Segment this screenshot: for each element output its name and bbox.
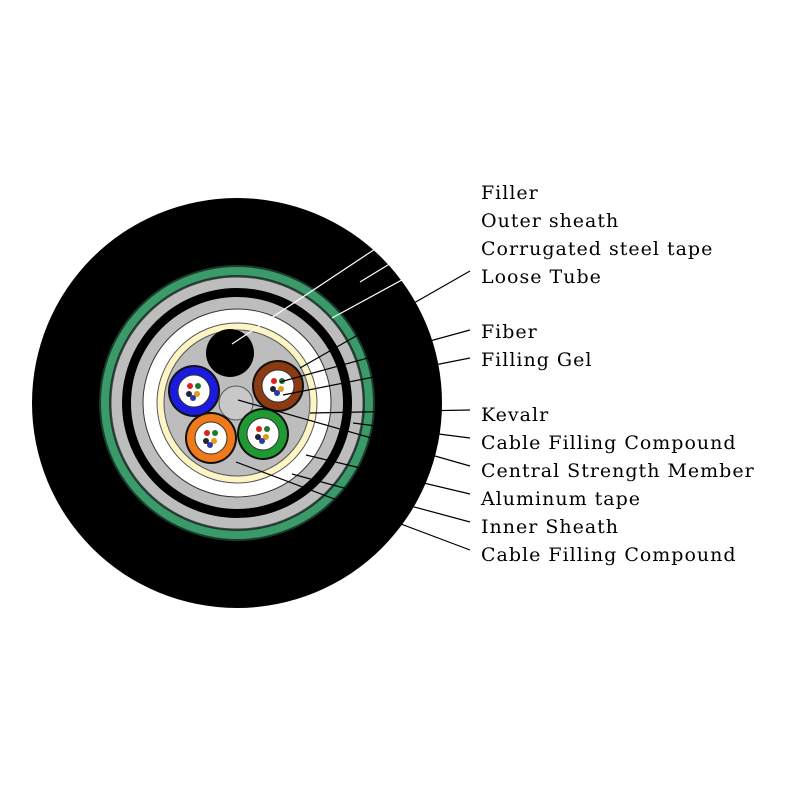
fiber-dot: [203, 438, 209, 444]
label-loose-tube: Loose Tube: [481, 266, 602, 288]
label-cable-filling-compound-2: Cable Filling Compound: [481, 544, 737, 566]
fiber-dot: [259, 438, 265, 444]
label-fiber: Fiber: [481, 321, 538, 343]
leader-lines: [231, 185, 471, 551]
fiber-dot: [211, 438, 217, 444]
fiber-dot: [263, 434, 269, 440]
fiber-dot: [195, 383, 201, 389]
label-inner-sheath: Inner Sheath: [481, 516, 619, 538]
fiber-dot: [274, 390, 280, 396]
leader-line-kevlar: [309, 409, 471, 414]
fiber-dot: [256, 426, 262, 432]
fiber-dot: [204, 430, 210, 436]
fiber-dot: [212, 430, 218, 436]
label-kevalr: Kevalr: [481, 404, 549, 426]
label-aluminum-tape: Aluminum tape: [480, 488, 641, 510]
leader-line-loose-tube: [299, 270, 471, 369]
leader-line-outer-sheath: [359, 214, 471, 283]
leader-line-cable-filling-compound-1: [352, 422, 471, 439]
leader-line-aluminum-tape: [305, 454, 471, 495]
label-list: Filler Outer sheath Corrugated steel tap…: [480, 182, 755, 566]
leader-line-filling-gel: [282, 357, 471, 396]
label-filling-gel: Filling Gel: [481, 349, 592, 371]
central-strength-member: [218, 385, 254, 421]
label-central-strength-member: Central Strength Member: [481, 460, 755, 482]
filler-rod: [206, 329, 254, 377]
fiber-dot: [207, 442, 213, 448]
leader-line-central-strength-member: [237, 399, 471, 467]
label-cable-filling-compound-1: Cable Filling Compound: [481, 432, 737, 454]
label-corrugated-steel-tape: Corrugated steel tape: [481, 238, 713, 260]
label-outer-sheath: Outer sheath: [481, 210, 619, 232]
label-filler: Filler: [481, 182, 539, 204]
fiber-dot: [187, 383, 193, 389]
fiber-dot: [255, 434, 261, 440]
loose-tube-green: [237, 408, 289, 460]
loose-tube-orange: [185, 412, 237, 464]
leader-line-fiber: [279, 329, 471, 383]
leader-line-cable-filling-compound-2: [235, 461, 471, 551]
fiber-dot: [194, 391, 200, 397]
fiber-dot: [186, 391, 192, 397]
fiber-dot: [190, 395, 196, 401]
fiber-dot: [271, 378, 277, 384]
loose-tube-brown: [252, 360, 304, 412]
leader-line-inner-sheath: [291, 473, 471, 523]
fiber-dot: [270, 386, 276, 392]
leader-line-steel-tape: [331, 242, 471, 319]
loose-tube-blue: [168, 365, 220, 417]
leader-line-filler: [231, 185, 471, 345]
fiber-dot: [264, 426, 270, 432]
fiber-dot: [278, 386, 284, 392]
